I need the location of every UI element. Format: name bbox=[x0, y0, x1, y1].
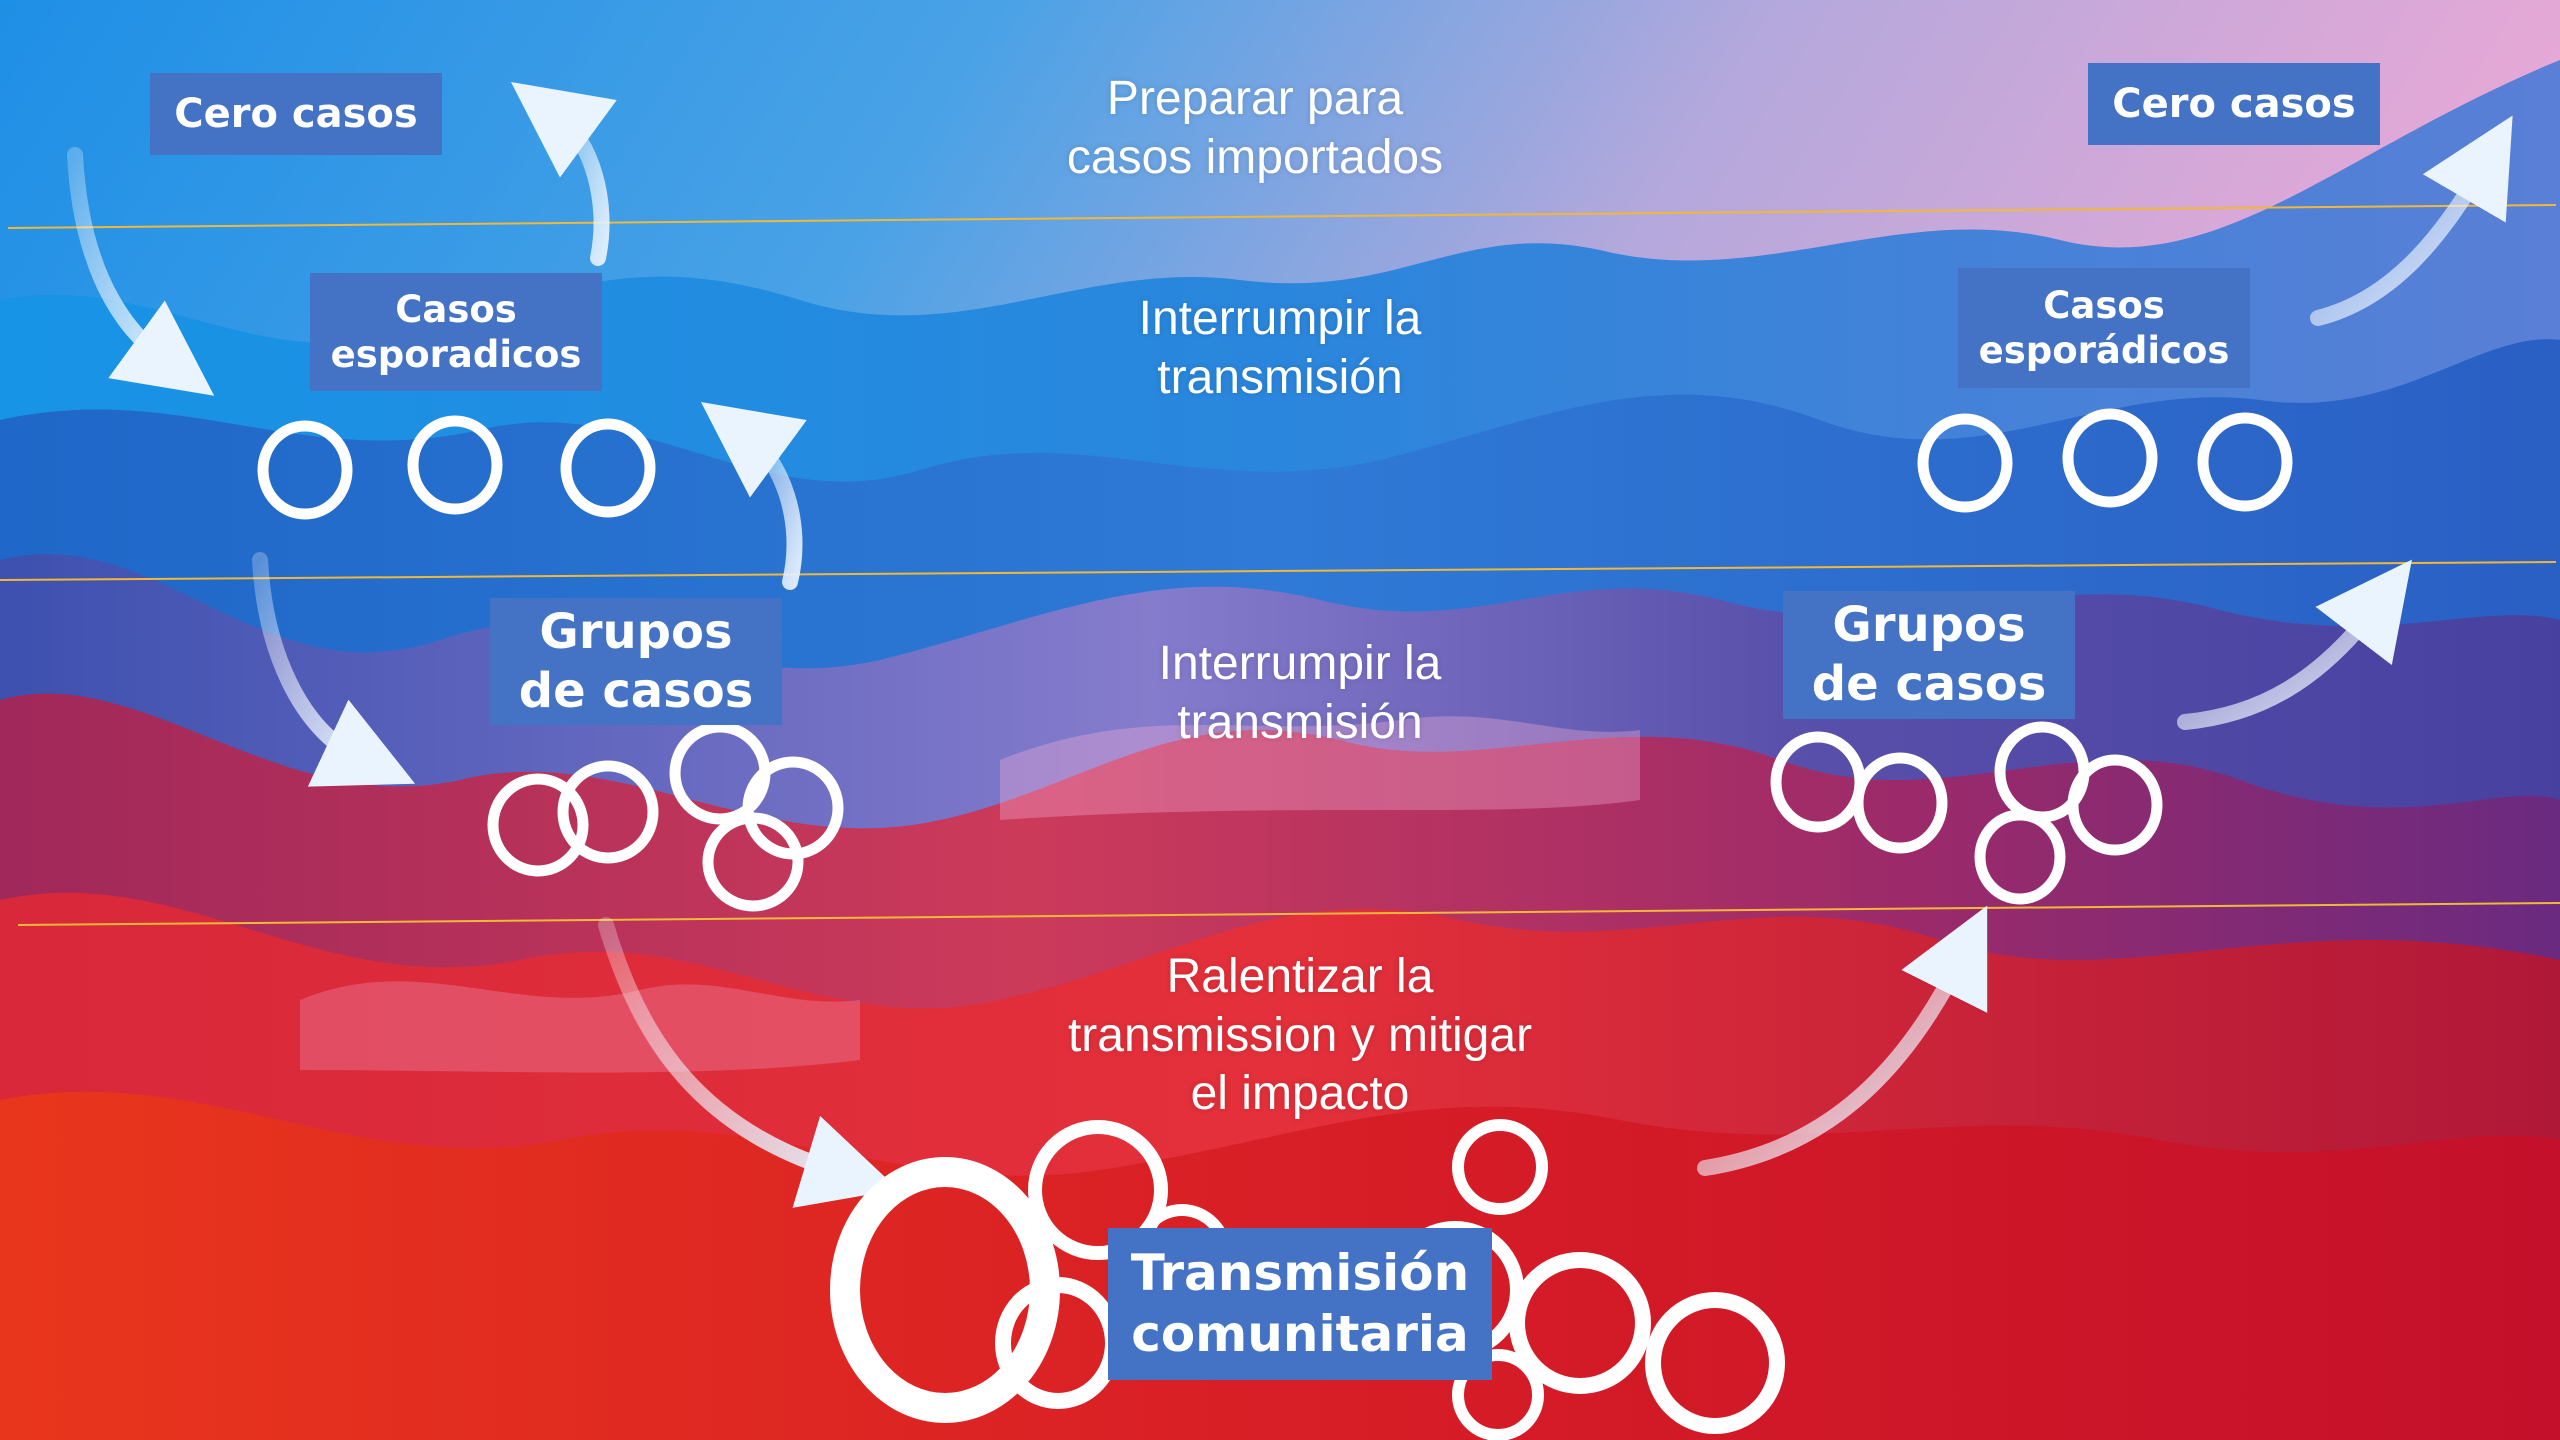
community-circle bbox=[1028, 1120, 1168, 1260]
community-circle bbox=[1645, 1292, 1785, 1434]
community-circle bbox=[1452, 1119, 1548, 1215]
arrow-clusters-to-sporadic-left bbox=[701, 402, 807, 590]
case-circle bbox=[2062, 408, 2158, 508]
arrow-sporadic-to-clusters-left bbox=[252, 552, 416, 787]
cluster-circle bbox=[1852, 752, 1948, 854]
phase-text-slow: Ralentizar la transmission y mitigar el … bbox=[1067, 950, 1533, 1121]
arrow-clusters-to-sporadic-right bbox=[2177, 559, 2412, 730]
label-case-clusters-right: Grupos de casos bbox=[1783, 591, 2075, 719]
community-circle bbox=[1452, 1349, 1544, 1440]
arrow-sporadic-to-zero-right bbox=[2310, 115, 2513, 326]
divider-line-3 bbox=[17, 902, 2560, 926]
divider-line-1 bbox=[7, 204, 2557, 229]
label-zero-cases-left: Cero casos bbox=[150, 73, 442, 155]
arrow-sporadic-to-zero-left bbox=[511, 81, 617, 266]
label-sporadic-cases-left: Casos esporadicos bbox=[310, 273, 602, 391]
arrow-clusters-to-community bbox=[598, 917, 899, 1208]
divider-line-2 bbox=[0, 561, 2557, 581]
cluster-circle bbox=[557, 760, 659, 864]
cluster-circle bbox=[1974, 809, 2066, 905]
label-sporadic-cases-right: Casos esporádicos bbox=[1958, 268, 2250, 388]
phase-text-prepare: Preparar para casos importados bbox=[1066, 72, 1444, 184]
case-circle bbox=[1917, 413, 2013, 513]
label-case-clusters-left: Grupos de casos bbox=[490, 598, 782, 725]
arrow-zero-to-sporadic-left bbox=[67, 147, 215, 396]
arrow-community-to-clusters-right bbox=[1697, 905, 1988, 1176]
case-circle bbox=[407, 415, 503, 515]
label-zero-cases-right: Cero casos bbox=[2088, 63, 2380, 145]
case-circle bbox=[2197, 412, 2293, 512]
cluster-circle bbox=[487, 773, 589, 877]
label-community-transmission: Transmisión comunitaria bbox=[1108, 1228, 1492, 1380]
case-circle bbox=[560, 418, 656, 518]
phase-text-interrupt-1: Interrumpir la transmisión bbox=[1138, 292, 1422, 404]
case-circle bbox=[257, 420, 353, 520]
community-circle bbox=[1509, 1252, 1651, 1394]
phase-text-interrupt-2: Interrumpir la transmisión bbox=[1158, 637, 1442, 749]
cluster-circle bbox=[2067, 754, 2163, 856]
cluster-circle bbox=[702, 812, 804, 912]
